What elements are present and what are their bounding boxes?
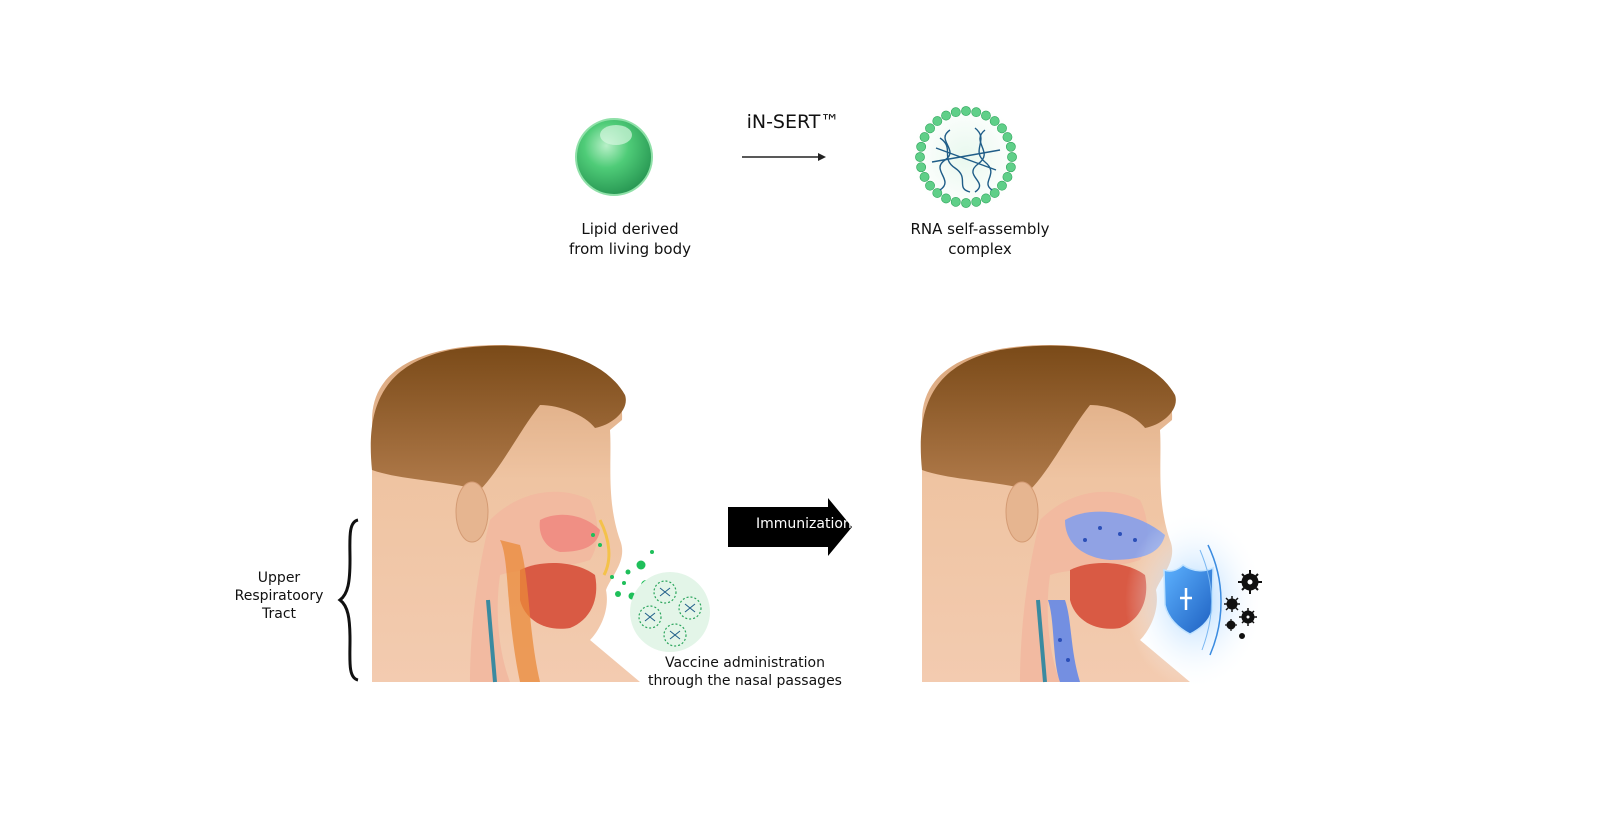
lipid-bead [1007, 152, 1017, 162]
lipid-bead [1002, 172, 1013, 182]
lipid-bead [961, 198, 971, 208]
lipid-bead [997, 123, 1007, 134]
virus-icon [1224, 570, 1262, 639]
lipid-bead [961, 106, 971, 116]
process-label-text: iN-SERT™ [746, 111, 840, 133]
lipid-bead [950, 107, 961, 118]
lipid-bead [950, 196, 961, 207]
complex-label-line1: RNA self-assembly [910, 220, 1050, 238]
lipid-bead [925, 180, 935, 191]
immunization-arrow-icon [728, 498, 852, 556]
lipid-bead [925, 123, 935, 134]
shield-icon [1125, 510, 1265, 690]
urt-label-line2: Respiratoory [234, 588, 324, 604]
lipid-label: Lipid derived from living body [540, 219, 720, 259]
lipid-bead [916, 141, 927, 152]
lipid-bead [915, 152, 925, 162]
vaccine-administration-label: Vaccine administration through the nasal… [630, 654, 860, 690]
head-profile-icon [920, 345, 1190, 683]
lipid-bead [919, 172, 930, 182]
lipid-bead [971, 107, 982, 118]
lipid-bead [941, 193, 951, 204]
process-label: iN-SERT™ [728, 112, 858, 132]
rna-complex-icon [912, 103, 1020, 211]
vaccine-label-line1: Vaccine administration [665, 655, 825, 671]
bracket-icon [337, 518, 359, 682]
lipid-bead [981, 110, 991, 121]
lipid-bead [989, 116, 1000, 126]
lipid-bead [932, 188, 943, 198]
lipid-bead [1005, 141, 1016, 152]
urt-label-line3: Tract [261, 606, 296, 622]
immunization-label: Immunization [756, 514, 860, 534]
head-profile-icon [370, 345, 640, 683]
vaccine-droplet-icon [630, 572, 710, 652]
arrow-right-icon [742, 153, 826, 161]
complex-label-line2: complex [948, 240, 1012, 258]
lipid-sphere-icon [575, 118, 653, 196]
lipid-bead [989, 188, 1000, 198]
lipid-bead [916, 162, 927, 173]
lipid-bead [941, 110, 951, 121]
upper-respiratory-tract-label: Upper Respiratoory Tract [214, 569, 344, 623]
lipid-bead [971, 196, 982, 207]
immunization-label-text: Immunization [756, 516, 852, 532]
lipid-label-line2: from living body [569, 240, 691, 258]
lipid-label-line1: Lipid derived [581, 220, 679, 238]
lipid-bead [1002, 132, 1013, 142]
lipid-bead [997, 180, 1007, 191]
vaccine-label-line2: through the nasal passages [648, 673, 842, 689]
urt-label-line1: Upper [257, 570, 301, 586]
lipid-bead [981, 193, 991, 204]
lipid-bead [919, 132, 930, 142]
lipid-bead [1005, 162, 1016, 173]
lipid-bead [932, 116, 943, 126]
complex-label: RNA self-assembly complex [890, 219, 1070, 259]
